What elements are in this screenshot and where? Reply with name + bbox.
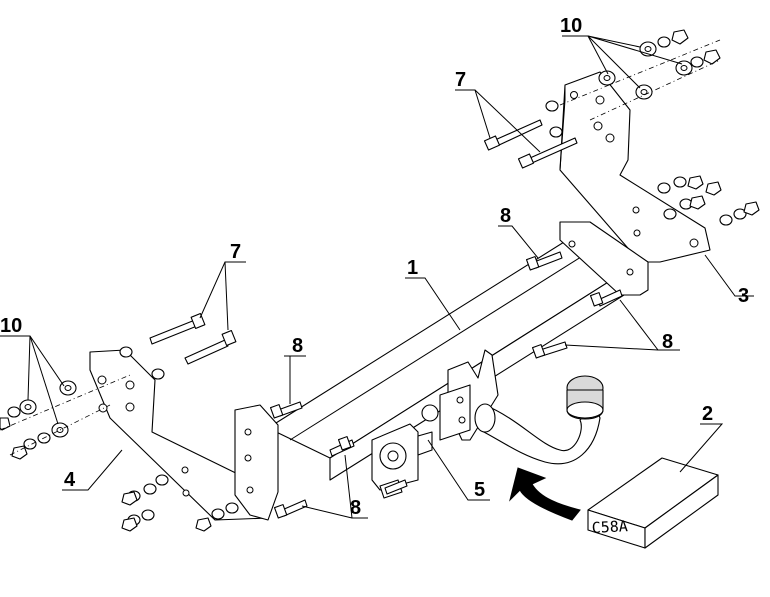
bolts-8 <box>269 251 623 519</box>
ball-coupling-assembly <box>371 349 604 499</box>
label-ball-coupling: 5 <box>474 479 485 501</box>
label-washers-nuts-left: 10 <box>0 315 22 337</box>
electrical-kit-code: C58A <box>591 517 628 537</box>
washers-nuts-top-right <box>559 29 760 226</box>
label-bolts-short-left: 8 <box>292 335 303 357</box>
label-bolts-long-left: 7 <box>230 241 241 263</box>
label-washers-nuts-top: 10 <box>560 15 582 37</box>
label-left-bracket: 4 <box>64 469 76 491</box>
label-bolts-short-top: 8 <box>500 205 511 227</box>
washers-nuts-left <box>0 374 239 532</box>
label-right-bracket: 3 <box>738 285 749 307</box>
leader-lines <box>0 35 754 519</box>
cross-beam <box>234 221 649 521</box>
label-bolts-short-bottom: 8 <box>350 497 361 519</box>
bolts-7-right <box>483 100 578 169</box>
bolts-7-left <box>119 313 237 380</box>
label-bolts-short-right: 8 <box>662 331 673 353</box>
part-number-labels: 10 7 3 8 8 1 7 10 8 4 8 5 2 <box>0 15 749 519</box>
label-electrical-kit: 2 <box>702 403 713 425</box>
assembly-arrow <box>509 467 581 521</box>
label-beam: 1 <box>407 257 418 279</box>
electrical-kit-box <box>587 457 719 549</box>
label-bolts-long-top: 7 <box>455 69 466 91</box>
